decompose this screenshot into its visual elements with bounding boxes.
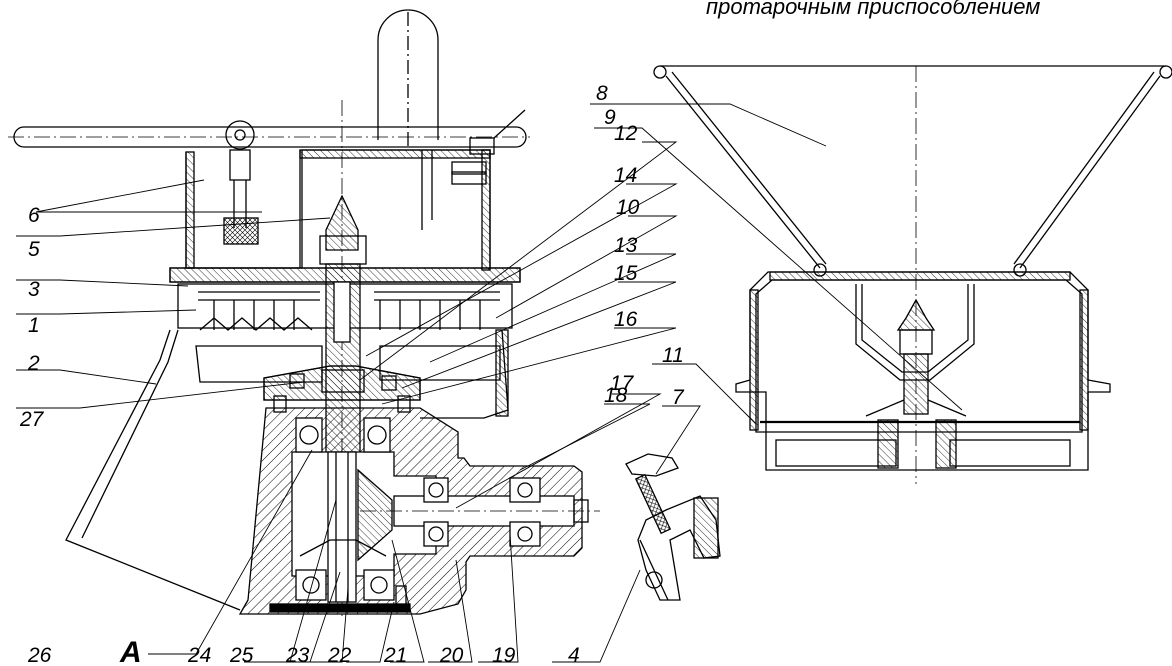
callout-23: 23 bbox=[285, 644, 310, 666]
callout-12: 12 bbox=[614, 122, 638, 145]
drawing-caption: протарочным приспособлением bbox=[706, 0, 1041, 19]
callout-27: 27 bbox=[19, 408, 45, 431]
lower-bearing-left bbox=[295, 569, 327, 601]
callout-22: 22 bbox=[327, 644, 352, 666]
callout-10: 10 bbox=[616, 196, 640, 219]
callout-24: 24 bbox=[187, 644, 211, 666]
callout-25: 25 bbox=[229, 644, 254, 666]
callout-16: 16 bbox=[614, 308, 638, 331]
callout-5: 5 bbox=[28, 238, 40, 261]
callout-6: 6 bbox=[28, 204, 40, 227]
callout-1: 1 bbox=[28, 314, 40, 337]
callout-9: 9 bbox=[604, 106, 616, 129]
top-cone-nut bbox=[325, 194, 359, 251]
bevel-gear bbox=[357, 468, 393, 562]
leader-lines bbox=[16, 103, 963, 663]
callout-labels: 6 5 3 1 2 27 26 24 25 23 22 21 20 19 4 1… bbox=[19, 82, 685, 666]
grinding-disc bbox=[199, 317, 313, 331]
callout-4: 4 bbox=[568, 644, 580, 666]
lower-bearing-right bbox=[363, 569, 395, 601]
callout-19: 19 bbox=[492, 644, 516, 666]
callout-7: 7 bbox=[672, 386, 685, 409]
callout-15: 15 bbox=[614, 262, 638, 285]
callout-13: 13 bbox=[614, 234, 638, 257]
knob-7 bbox=[625, 453, 679, 477]
outer-cone bbox=[65, 329, 241, 611]
main-assembly-section bbox=[8, 9, 600, 620]
callout-18: 18 bbox=[604, 384, 628, 407]
callout-8: 8 bbox=[596, 82, 608, 105]
clamp-detail bbox=[625, 453, 721, 601]
callout-20: 20 bbox=[439, 644, 464, 666]
view-label-a: A bbox=[119, 636, 142, 666]
callout-21: 21 bbox=[383, 644, 407, 666]
callout-26: 26 bbox=[27, 644, 52, 666]
callout-14: 14 bbox=[614, 164, 637, 187]
base-plate bbox=[269, 603, 411, 613]
callout-3: 3 bbox=[28, 278, 40, 301]
attachment-view bbox=[653, 65, 1172, 484]
top-knob bbox=[377, 9, 439, 140]
callout-17: 17 bbox=[610, 372, 635, 395]
callout-2: 2 bbox=[27, 352, 40, 375]
callout-11: 11 bbox=[662, 344, 684, 367]
